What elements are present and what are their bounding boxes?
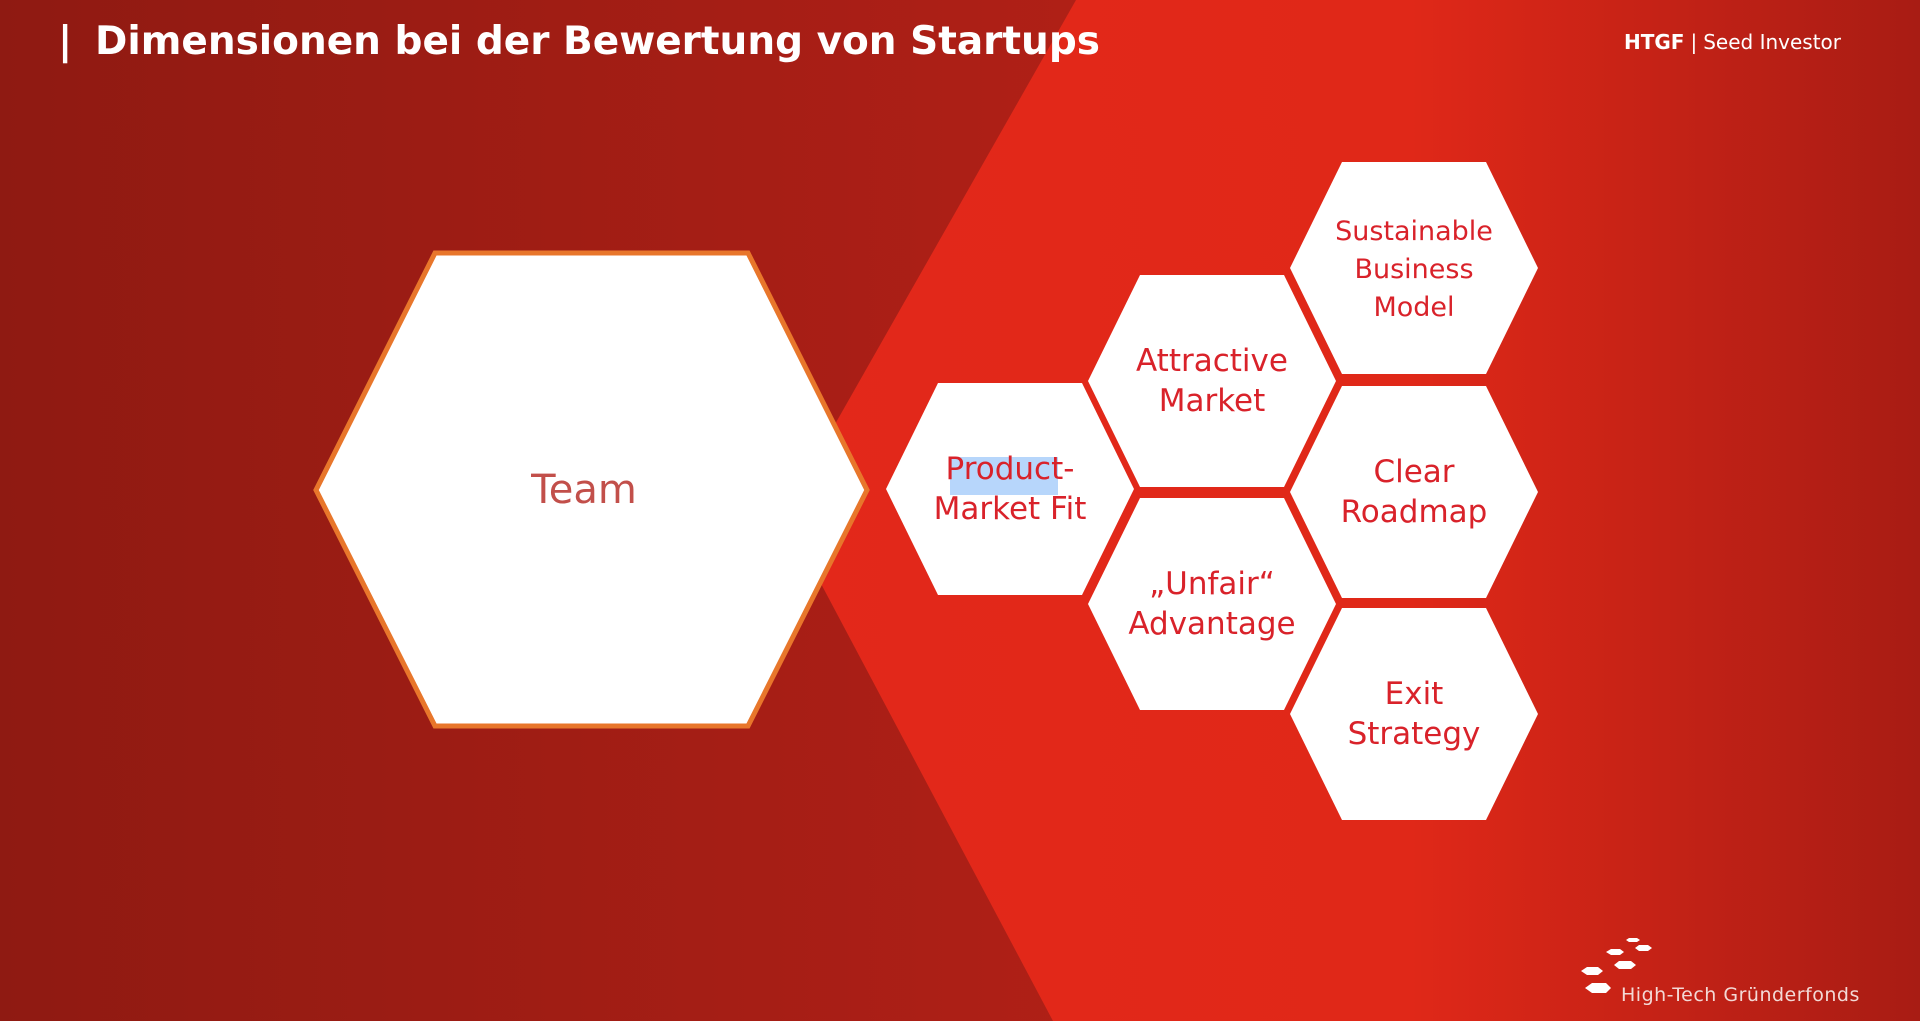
dimension-hexagons: Product-Market FitAttractiveMarket„Unfai… xyxy=(886,162,1538,820)
hexagon-label-line: Roadmap xyxy=(1341,494,1488,530)
logo-text: High-Tech Gründerfonds xyxy=(1621,984,1860,1006)
team-hexagon[interactable]: Team xyxy=(313,250,870,729)
hexagon-label-line: Clear xyxy=(1373,454,1454,490)
brand-separator: | xyxy=(1690,30,1697,54)
team-label: Team xyxy=(530,467,637,513)
hexagon-label-line: Market Fit xyxy=(934,491,1087,527)
hexagon-shape xyxy=(1088,498,1336,710)
hexagon-label-line: „Unfair“ xyxy=(1149,566,1275,602)
hexagon-shape xyxy=(1290,608,1538,820)
hexagon-shape xyxy=(1290,162,1538,374)
hexagon-label-line: Advantage xyxy=(1128,606,1295,642)
text-selection-highlight xyxy=(950,457,1058,495)
hexagon-label-line: Strategy xyxy=(1348,716,1481,752)
hexagon-cluster-icon xyxy=(1581,938,1652,993)
team-hexagon-shape xyxy=(313,250,870,729)
hexagon-unfair-advantage[interactable]: „Unfair“ Advantage xyxy=(1088,498,1336,710)
page-title: Dimensionen bei der Bewertung von Startu… xyxy=(95,19,1100,64)
brand-name: HTGF xyxy=(1624,30,1684,54)
hexagon-label-line: Business xyxy=(1354,254,1473,285)
htgf-logo: High-Tech Gründerfonds xyxy=(1581,938,1860,1006)
hexagon-label-line: Attractive xyxy=(1136,343,1288,379)
brand-subtitle: Seed Investor xyxy=(1703,30,1842,54)
hexagon-product-market-fit[interactable]: Product- Market Fit xyxy=(886,383,1134,595)
hexagon-label-line: Model xyxy=(1373,292,1454,323)
hexagon-shape xyxy=(1088,275,1336,487)
hexagon-label-line: Sustainable xyxy=(1335,216,1493,247)
hexagon-label-line: Exit xyxy=(1385,676,1444,712)
hexagon-label-line: Market xyxy=(1159,383,1266,419)
hexagon-label-line: Product- xyxy=(946,451,1075,487)
title-bar: | xyxy=(58,19,72,64)
brand-label: HTGF|Seed Investor xyxy=(1624,30,1842,54)
hexagon-shape xyxy=(1290,386,1538,598)
